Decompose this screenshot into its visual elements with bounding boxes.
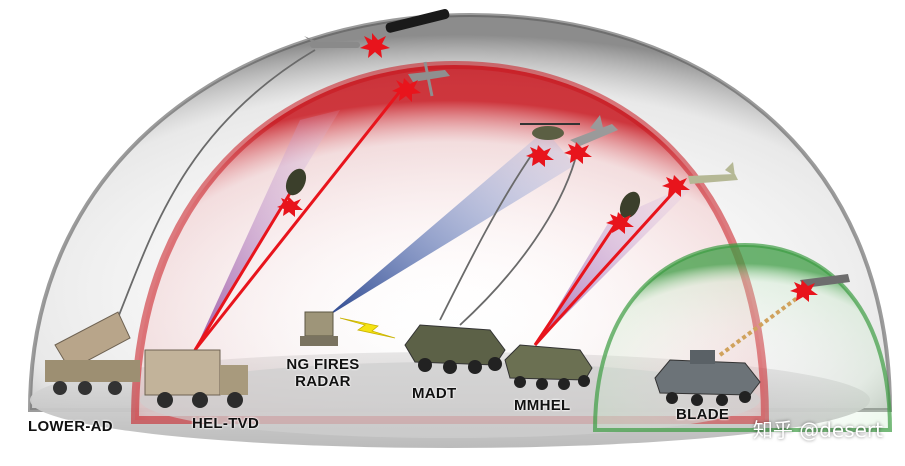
uav-threat-icon [408,61,450,97]
label-ng-fires-radar-line1: NG FIRES [286,356,360,373]
explosion-icon [606,212,634,234]
explosion-icon [277,196,303,217]
mmhel-stryker-vehicle [504,344,593,390]
lower-ad-launcher-vehicle [45,311,140,395]
datalink-lightning-icon [339,317,396,339]
explosion-icon [564,142,592,164]
helicopter-threat-icon [520,123,580,140]
hel-tvd-laser-1 [193,184,297,351]
explosion-icon [662,175,690,197]
explosion-icon [360,33,390,58]
explosion-icon [790,280,818,302]
mortar-round-threat-icon [285,168,307,196]
mmhel-laser-2 [533,183,682,347]
madt-missile-trail-2 [459,159,576,326]
mmhel-laser-1 [533,209,627,346]
hel-tvd-laser-2 [193,84,407,351]
mmhel-beam-cone [535,180,700,345]
interceptor-missile-icon [304,36,360,48]
label-mmhel: MMHEL [514,397,571,414]
blade-stryker-vehicle [654,350,761,406]
label-madt: MADT [412,385,457,402]
madt-stryker-vehicle [404,324,506,374]
ng-fires-radar-unit [300,311,338,346]
fighter-jet-threat-icon [570,115,618,146]
blade-gun-tracer [718,288,810,357]
label-lower-ad: LOWER-AD [28,418,113,435]
watermark-text: 知乎 @desert [752,418,883,442]
label-hel-tvd: HEL-TVD [192,415,260,432]
label-blade: BLADE [676,406,730,423]
mortar-round-threat-icon [619,191,641,219]
madt-missile-trail-1 [439,149,536,321]
radar-beam [325,130,575,318]
cruise-missile-threat-icon [688,162,738,184]
hel-tvd-truck-vehicle [144,349,248,408]
explosion-icon [526,145,554,167]
cruise-missile-threat-icon [385,9,450,33]
explosion-icon [392,78,421,102]
label-ng-fires-radar-line2: RADAR [295,373,351,390]
label-ng-fires-radar: NG FIRES RADAR [278,356,368,390]
lower-ad-missile-trail [114,49,316,326]
